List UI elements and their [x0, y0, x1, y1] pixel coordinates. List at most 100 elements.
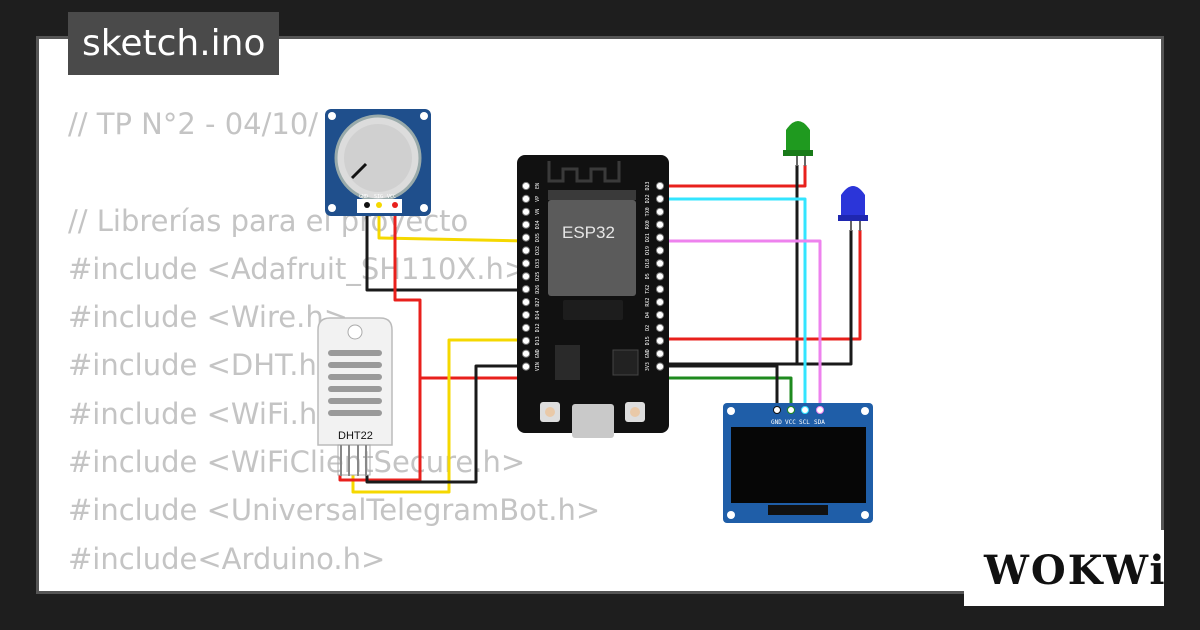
esp32-pin[interactable]: [655, 233, 665, 242]
led-green[interactable]: [783, 121, 813, 166]
esp32-pin[interactable]: [655, 298, 665, 307]
oled-pin-label: VCC: [785, 419, 796, 426]
esp32-pin-label: D18: [645, 259, 651, 268]
wire-led-green-cathode[interactable]: [663, 165, 799, 366]
code-line: #include <WiFi.h>: [68, 396, 342, 431]
wokwi-logo-mark: WOKWi: [983, 547, 1165, 594]
wire-pot-vcc[interactable]: [393, 205, 526, 380]
esp32-pin-label: D27: [535, 298, 541, 307]
esp32-pin-label: D32: [535, 246, 541, 255]
esp32-pin[interactable]: [521, 181, 531, 191]
led-blue[interactable]: [838, 186, 868, 231]
dht-label: DHT22: [338, 430, 373, 442]
code-layer: // TP N°2 - 04/10/// Librerías para el p…: [36, 36, 1164, 594]
esp32-pin-label: TX0: [645, 207, 651, 216]
esp32-pin-label: D12: [535, 323, 541, 332]
wire-oled-vcc[interactable]: [663, 376, 793, 409]
esp32-pin-label: D21: [645, 233, 651, 242]
esp32-pin[interactable]: [655, 323, 665, 332]
esp32-pin[interactable]: [655, 272, 665, 281]
oled-screen: [731, 427, 866, 503]
oled-pin-label: GND: [771, 419, 782, 426]
esp32-pin[interactable]: [521, 336, 531, 345]
esp32-pin-label: D19: [645, 246, 651, 255]
esp32-pin-label: VP: [535, 196, 541, 202]
esp32-pin[interactable]: [655, 349, 665, 358]
esp32-pin-label: EN: [535, 183, 541, 189]
esp32-pin-label: RX0: [645, 220, 651, 229]
dht22-sensor[interactable]: DHT22: [317, 317, 393, 476]
esp32-right-pins: D23D22TX0RX0D21D19D18D5TX2RX2D4D2D15GND3…: [645, 181, 665, 371]
wire-oled-gnd[interactable]: [663, 364, 779, 409]
esp32-pin[interactable]: [521, 194, 531, 203]
esp32-pin[interactable]: [521, 362, 531, 371]
esp32-pin-label: D4: [645, 312, 651, 318]
esp32-pin[interactable]: [521, 285, 531, 294]
esp32-pin-label: D5: [645, 273, 651, 279]
esp32-pin[interactable]: [655, 310, 665, 320]
esp32-pin[interactable]: [655, 362, 665, 371]
code-editor: // TP N°2 - 04/10/// Librerías para el p…: [68, 100, 600, 594]
wire-dht-gnd[interactable]: [365, 364, 526, 484]
esp32-pin[interactable]: [655, 181, 665, 191]
wire-oled-sda[interactable]: [663, 239, 822, 409]
wires: [338, 165, 862, 494]
pot-pin-label: SIG: [374, 194, 383, 200]
esp32-pin-label: D14: [535, 310, 541, 319]
esp32-pin[interactable]: [521, 207, 531, 216]
code-line: #include<Arduino.h>: [68, 541, 386, 576]
esp32-pin[interactable]: [521, 310, 531, 320]
esp32-pin-label: VN: [535, 209, 541, 215]
oled-pin-label: SCL: [799, 419, 810, 426]
esp32-pin-label: TX2: [645, 285, 651, 294]
esp32-pin-label: D26: [535, 285, 541, 294]
potentiometer[interactable]: GND SIG VCC: [325, 109, 431, 216]
pot-pin-label: GND: [359, 194, 368, 200]
esp32-pin-label: D33: [535, 259, 541, 268]
esp32-left-pins: ENVPVND34D35D32D33D25D26D27D14D12D13GNDV…: [521, 181, 541, 371]
esp32-pin[interactable]: [655, 336, 665, 345]
esp32-pin-label: D25: [535, 272, 541, 281]
esp32-pin[interactable]: [655, 285, 665, 294]
esp32-pin[interactable]: [521, 272, 531, 281]
wire-led-green-anode[interactable]: [663, 165, 807, 188]
wokwi-logo: WOKWi: [964, 530, 1165, 606]
wire-led-blue-anode[interactable]: [663, 230, 862, 341]
esp32-pin[interactable]: [521, 298, 531, 307]
esp32-pin[interactable]: [521, 349, 531, 358]
esp32-pin[interactable]: [655, 194, 665, 203]
wire-led-blue-cathode[interactable]: [663, 230, 853, 366]
esp32-pin[interactable]: [521, 259, 531, 268]
esp32-pin-label: GND: [535, 349, 541, 358]
esp32-pin[interactable]: [655, 207, 665, 216]
esp32-label: ESP32: [562, 223, 615, 242]
esp32-pin[interactable]: [655, 220, 665, 229]
pot-pin-label: VCC: [387, 194, 396, 200]
antenna-trace: [547, 161, 621, 183]
code-line: #include <HTTPClient.h>: [68, 583, 600, 594]
esp32-pin[interactable]: [521, 246, 531, 255]
code-line: #include <UniversalTelegramBot.h>: [68, 493, 601, 528]
esp32-pin[interactable]: [521, 323, 531, 332]
wire-dht-vcc[interactable]: [338, 378, 422, 482]
esp32-pin[interactable]: [521, 220, 531, 229]
wire-oled-scl[interactable]: [663, 197, 807, 409]
esp32-pin-label: RX2: [645, 298, 651, 307]
esp32-pin-label: D22: [645, 194, 651, 203]
knob-pointer: [350, 162, 368, 180]
wokwi-wordmark: WOKWi: [983, 547, 1164, 594]
esp32-pin[interactable]: [655, 246, 665, 255]
file-tab[interactable]: sketch.ino: [68, 12, 280, 75]
esp32-pin-label: D2: [645, 325, 651, 331]
esp32-pin-label: D34: [535, 220, 541, 229]
esp32-pin[interactable]: [655, 259, 665, 268]
wire-dht-data[interactable]: [351, 338, 526, 494]
oled-display[interactable]: GND VCC SCL SDA: [723, 403, 873, 523]
esp32-board[interactable]: ESP32 ENVPVND34D35D32D33D25D26D27D14D12D…: [517, 155, 669, 438]
esp32-pin-label: GND: [645, 349, 651, 358]
esp32-pin[interactable]: [521, 233, 531, 242]
esp32-pin-label: D23: [645, 181, 651, 190]
dht-grille: [328, 350, 382, 416]
esp32-pin-label: D13: [535, 336, 541, 345]
